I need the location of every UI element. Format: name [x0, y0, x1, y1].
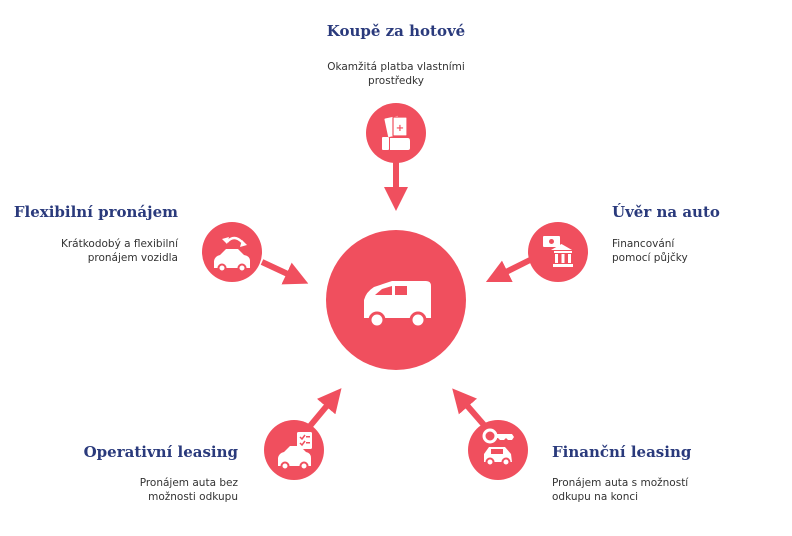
- node-title-flexible: Flexibilní pronájem: [13, 203, 178, 221]
- node-title-loan: Úvěr na auto: [612, 203, 720, 221]
- arrow-operative: [307, 388, 342, 428]
- node-title-operative: Operativní leasing: [83, 443, 238, 461]
- van-icon: [364, 281, 431, 329]
- svg-text:+: +: [396, 123, 404, 134]
- arrow-flexible: [260, 259, 309, 285]
- bank-icon: [543, 236, 573, 267]
- node-title-cash: Koupě za hotové: [326, 22, 466, 40]
- key-car-icon: [482, 428, 514, 467]
- node-desc-loan: Financování pomocí půjčky: [612, 238, 688, 264]
- cash-hand-icon: +: [382, 115, 410, 150]
- node-desc-flexible: Krátkodobý a flexibilní pronájem vozidla: [60, 238, 178, 264]
- node-title-financial: Finanční leasing: [552, 443, 692, 461]
- node-desc-operative: Pronájem auta bez možnosti odkupu: [139, 477, 238, 503]
- car-return-icon: [214, 236, 250, 273]
- node-desc-cash: Okamžitá platba vlastními prostředky: [327, 61, 465, 87]
- checklist-car-icon: [278, 432, 312, 471]
- arrow-loan: [485, 257, 532, 283]
- arrow-financial: [452, 388, 487, 427]
- node-desc-financial: Pronájem auta s možností odkupu na konci: [552, 477, 689, 503]
